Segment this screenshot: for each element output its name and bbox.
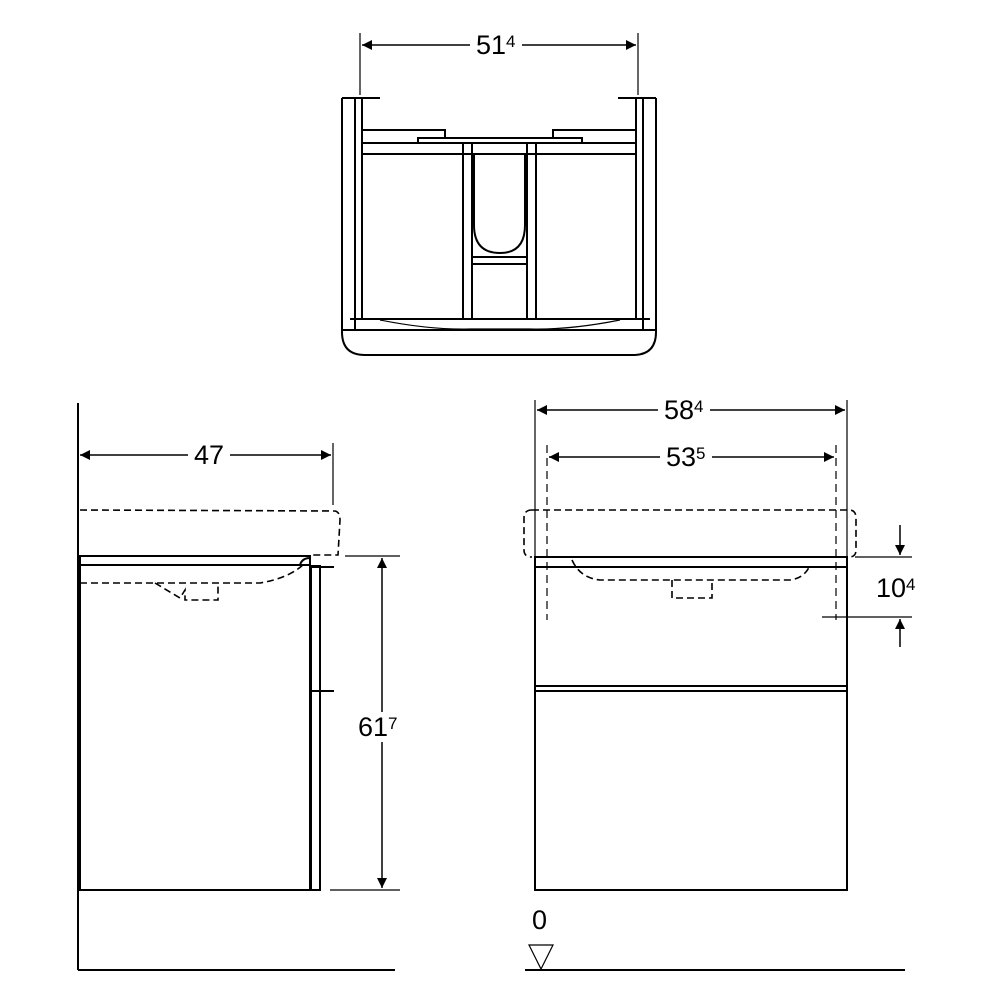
- dim-label-offset: 104: [876, 573, 916, 603]
- basin-outline-dashed: [79, 509, 341, 556]
- dim-label-inner-width: 535: [660, 442, 712, 472]
- top-view: [341, 33, 657, 356]
- floor-level-label: 0: [532, 905, 548, 935]
- cabinet-front: [534, 556, 848, 891]
- cabinet-side: [79, 555, 311, 891]
- dim-label-height: 617: [352, 712, 404, 742]
- front-view: [523, 400, 912, 971]
- dim-label-depth: 47: [188, 440, 231, 470]
- dim-label-top-width: 514: [470, 30, 522, 60]
- side-view: [77, 403, 400, 971]
- basin-front-dashed: [523, 509, 857, 558]
- floor-level-triangle-icon: [528, 944, 554, 971]
- dim-label-outer-width: 584: [658, 395, 710, 425]
- top-view-outline: [341, 98, 657, 356]
